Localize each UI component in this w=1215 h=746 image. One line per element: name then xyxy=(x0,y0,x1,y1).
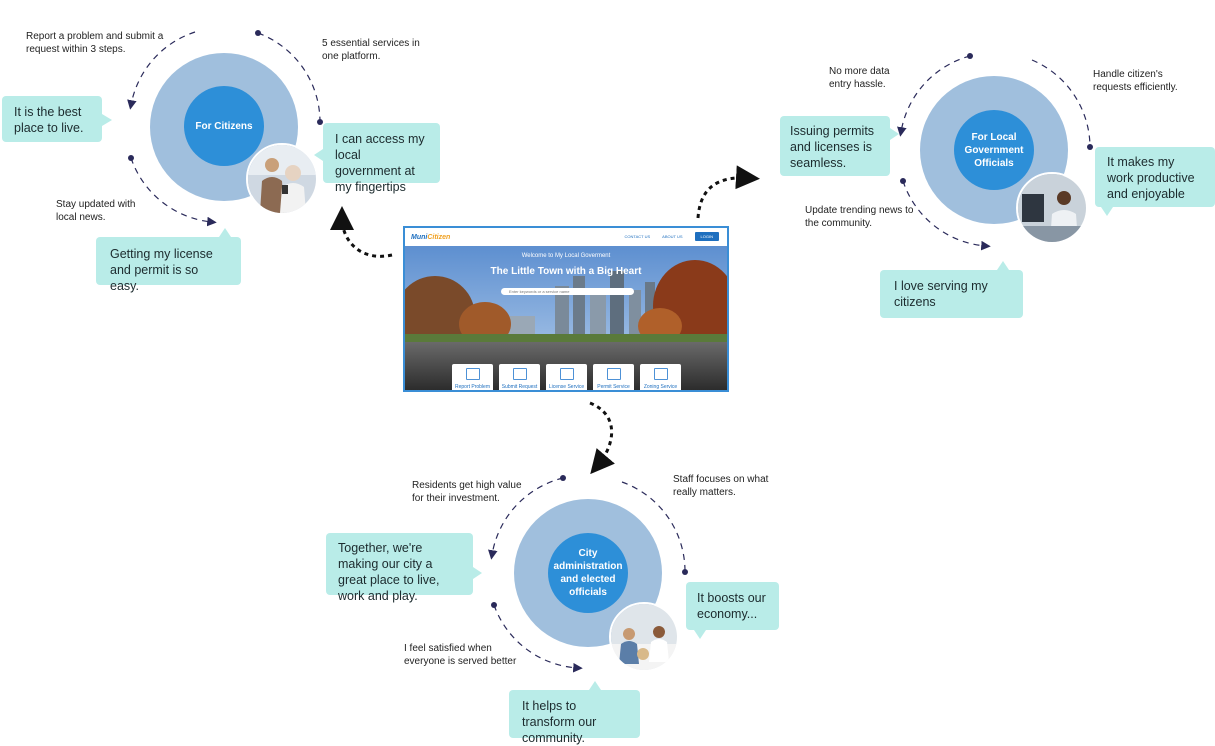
officials-bubble-permits: Issuing permits and licenses is seamless… xyxy=(780,116,899,176)
citizens-note-services: 5 essential services in one platform. xyxy=(322,38,420,62)
website-nav: MuniCitizen CONTACT US ABOUT US LOGIN xyxy=(405,228,727,246)
officials-inner-circle: For Local Government Officials xyxy=(954,110,1034,190)
nav-contact[interactable]: CONTACT US xyxy=(624,234,651,239)
service-label: License Service xyxy=(548,384,585,390)
zoning-icon xyxy=(653,368,668,380)
citizens-note-news: Stay updated with local news. xyxy=(56,199,136,223)
admin-bubble-economy: It boosts our economy... xyxy=(686,582,779,639)
website-welcome: Welcome to My Local Goverment xyxy=(521,253,611,259)
admin-bubble-together: Together, we're making our city a great … xyxy=(326,533,482,603)
website-preview: MuniCitizen CONTACT US ABOUT US LOGIN xyxy=(403,226,729,392)
citizens-note-steps: Report a problem and submit a request wi… xyxy=(26,31,164,55)
citizens-inner-circle: For Citizens xyxy=(184,86,264,166)
citizens-title: For Citizens xyxy=(195,120,253,132)
logo-suffix: Citizen xyxy=(427,233,451,241)
service-card-license[interactable]: License Service xyxy=(546,364,587,390)
website-service-cards: Report Problem Submit Request License Se… xyxy=(452,364,681,390)
officials-bubble-productive: It makes my work productive and enjoyabl… xyxy=(1095,147,1215,216)
citizens-bubble-best-place-text: It is the best place to live. xyxy=(14,105,84,135)
service-label: Permit Service xyxy=(597,384,630,390)
citizens-bubble-access: I can access my local government at my f… xyxy=(314,123,440,194)
admin-inner-circle: City administration and elected official… xyxy=(548,533,628,613)
citizens-bubble-license: Getting my license and permit is so easy… xyxy=(96,228,241,293)
officials-bubble-permits-text: Issuing permits and licenses is seamless… xyxy=(790,124,875,170)
admin-photo xyxy=(609,602,679,672)
admin-note-staff: Staff focuses on what really matters. xyxy=(673,474,769,498)
admin-title: City administration and elected official… xyxy=(553,548,623,598)
website-tagline: The Little Town with a Big Heart xyxy=(490,266,642,277)
service-card-zoning[interactable]: Zoning Service xyxy=(640,364,681,390)
website-hero: Welcome to My Local Goverment The Little… xyxy=(405,246,727,390)
citizens-bubble-access-text: I can access my local government at my f… xyxy=(335,132,425,194)
service-label: Submit Request xyxy=(501,384,538,390)
officials-photo xyxy=(1016,172,1088,244)
service-card-permit[interactable]: Permit Service xyxy=(593,364,634,390)
service-card-request[interactable]: Submit Request xyxy=(499,364,540,390)
officials-title: For Local Government Officials xyxy=(964,131,1024,169)
service-label: Zoning Service xyxy=(643,384,678,390)
website-logo: MuniCitizen xyxy=(411,234,450,241)
website-search-input[interactable]: Enter keywords or a service name xyxy=(501,288,634,295)
admin-note-value: Residents get high value for their inves… xyxy=(412,480,522,504)
permit-icon xyxy=(606,368,621,380)
nav-login-button[interactable]: LOGIN xyxy=(694,232,719,241)
website-nav-links: CONTACT US ABOUT US LOGIN xyxy=(625,232,719,241)
nav-about[interactable]: ABOUT US xyxy=(662,234,683,239)
citizens-bubble-best-place: It is the best place to live. xyxy=(2,96,112,142)
service-label: Report Problem xyxy=(454,384,490,390)
service-card-report[interactable]: Report Problem xyxy=(452,364,493,390)
officials-bubble-serving-text: I love serving my citizens xyxy=(894,279,988,309)
admin-bubble-economy-text: It boosts our economy... xyxy=(697,591,766,621)
citizens-bubble-license-text: Getting my license and permit is so easy… xyxy=(110,247,213,293)
officials-note-requests: Handle citizen's requests efficiently. xyxy=(1093,69,1178,93)
officials-bubble-productive-text: It makes my work productive and enjoyabl… xyxy=(1107,155,1195,201)
logo-prefix: Muni xyxy=(411,233,428,241)
license-icon xyxy=(559,368,574,380)
admin-bubble-transform: It helps to transform our community. xyxy=(509,681,640,745)
citizens-photo xyxy=(246,143,318,215)
officials-bubble-serving: I love serving my citizens xyxy=(880,261,1023,318)
officials-note-data-entry: No more data entry hassle. xyxy=(829,66,890,90)
officials-note-news: Update trending news to the community. xyxy=(805,205,914,229)
admin-bubble-together-text: Together, we're making our city a great … xyxy=(338,541,440,603)
request-icon xyxy=(512,368,527,380)
admin-note-satisfied: I feel satisfied when everyone is served… xyxy=(404,643,517,667)
report-icon xyxy=(465,368,480,380)
